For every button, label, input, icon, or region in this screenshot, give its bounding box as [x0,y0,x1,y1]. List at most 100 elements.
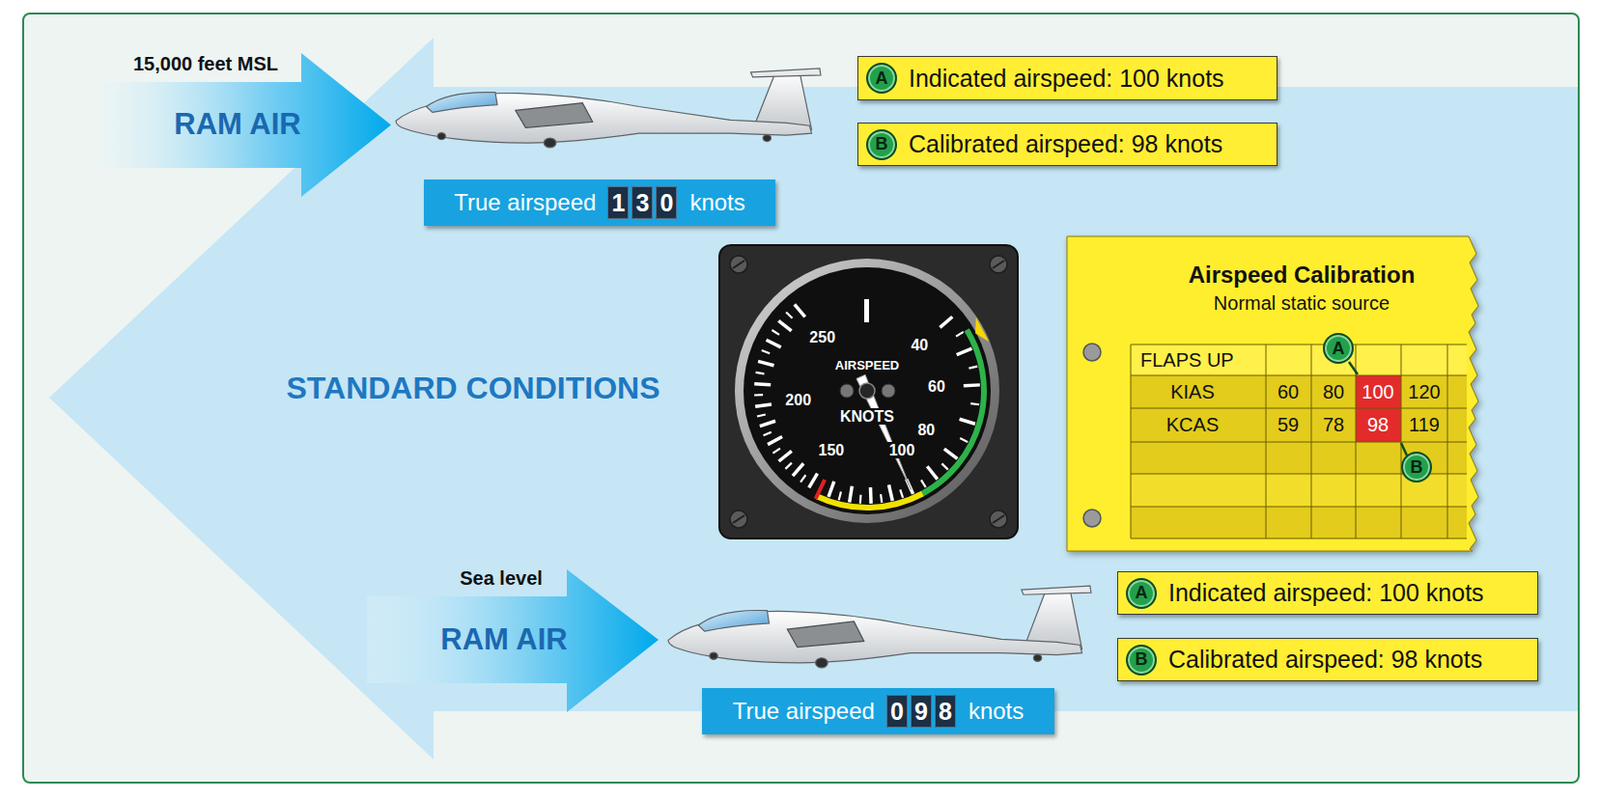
face-screw [840,384,854,398]
counter-digit: 1 [607,186,629,220]
label-anchor: 80 [1322,381,1345,404]
value-text: Calibrated airspeed: 98 knots [908,130,1223,159]
counter-digit: 8 [934,695,956,729]
dial-tick [772,449,781,454]
table-rule [1130,506,1467,508]
altitude-label: 15,000 feet MSL [133,53,279,75]
card-paper [1066,236,1479,552]
label-anchor: 78 [1322,414,1345,437]
bezel-ring [734,258,1000,524]
glider-wheel [543,138,557,148]
label-anchor: FLAPS UP [1140,349,1235,372]
altitude-label: Sea level [459,567,543,590]
value-text: Indicated airspeed: 100 knots [908,64,1225,93]
table-cell: KIAS [1170,381,1215,403]
dial-number: 200 [785,392,812,409]
mounting-screw [729,510,748,529]
dial-tick [763,432,772,437]
table-rule [1311,344,1313,539]
dial-number: 250 [809,329,836,346]
dial-tick [959,438,968,443]
ram-air-arrow: RAM AIR [102,53,392,197]
band-arrow-shape [49,37,1578,760]
dial-tick [859,495,863,505]
binder-hole [1083,343,1101,362]
card-subtitle-anchor: Normal static source [1213,292,1390,315]
dial-tick [785,311,792,318]
value-box: Calibrated airspeed: 98 knotsB [1117,638,1539,682]
table-cell: 59 [1277,414,1299,436]
label-anchor: 150 [818,442,845,460]
callout-letter: B [1410,457,1424,478]
dial-tick [849,486,853,504]
dial-tick [766,339,782,348]
ram-air-label: RAM AIR [440,622,567,657]
glider-wheel [1033,654,1041,662]
card-subtitle: Normal static source [1213,292,1390,314]
true-airspeed-box: True airspeed098knots [701,688,1055,735]
ram-air-label: RAM AIR [173,107,301,141]
table-rule [1447,344,1449,539]
value-box: Calibrated airspeed: 98 knotsB [857,122,1278,167]
band-label-anchor: STANDARD CONDITIONS [286,370,661,407]
dial-tick [963,383,981,388]
table-rule [1130,408,1467,410]
dial-tick [955,332,964,337]
dial-tick [839,492,842,502]
label-anchor: 120 [1407,381,1440,404]
ram-air-arrow: RAM AIR [366,569,659,713]
dial-tick [926,466,938,479]
leader-line [1401,443,1407,456]
label-anchor: Sea level [459,567,543,590]
dial-tick [888,484,893,502]
ram-air-shape [366,569,659,713]
dial-number: 80 [917,421,935,439]
counter-digit: 9 [910,695,932,729]
dial-tick [757,361,774,365]
value-box: Indicated airspeed: 100 knots A [857,56,1278,101]
leader-line [1348,362,1358,375]
glider-tailplane [751,68,821,78]
dial-face [743,267,991,515]
dial-tick [944,449,958,459]
label-anchor: KIAS [1170,381,1215,404]
table-row [1130,375,1467,409]
dial-tick [869,487,873,505]
table-row [1130,506,1467,539]
dial-tick [779,450,792,462]
table-cell: KCAS [1166,414,1219,436]
table-cell: FLAPS UP [1140,349,1235,371]
mounting-screw [989,255,1008,274]
label-anchor: 60 [1277,381,1299,404]
true-airspeed-box: True airspeed130knots [423,179,776,226]
dial-number: 60 [927,378,946,395]
needle-hub [859,383,875,399]
dial-number: 40 [910,336,928,354]
top-index-mark [864,299,870,323]
dial-tick [828,481,835,498]
glider-illustration [668,584,1093,669]
red-line [815,479,825,500]
glider-wheel [437,133,446,141]
table-rule [1401,344,1403,539]
tas-unit: knots [968,698,1024,726]
dial-tick [785,463,792,470]
callout-letter: A [875,68,889,89]
table-cell: 120 [1407,381,1440,403]
dial-tick [899,489,903,499]
screw-slot [732,260,745,269]
glider-wheel [815,658,829,669]
counter-digit: 0 [886,695,908,729]
face-screw [881,384,896,398]
label-anchor: KNOTS [838,408,897,426]
band-title: STANDARD CONDITIONS [286,370,661,406]
dial-tick [771,330,780,336]
dial-tick [767,437,783,446]
dial-tick [778,320,791,332]
ram-label-anchor: RAM AIR [173,107,301,142]
dial-tick [968,366,978,369]
screw-slot [992,260,1005,269]
dial-tick [794,304,806,317]
callout-circle: B [1401,451,1432,483]
